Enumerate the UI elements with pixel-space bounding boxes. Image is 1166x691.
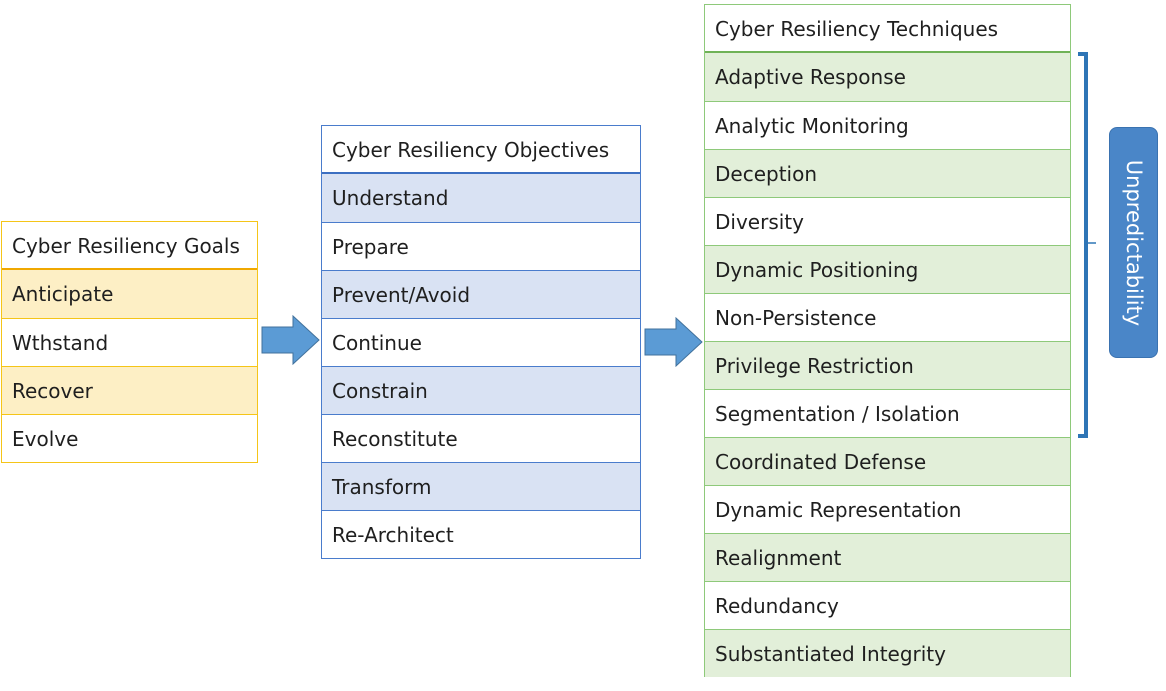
technique-item: Deception (705, 149, 1070, 197)
objective-item: Constrain (322, 366, 640, 414)
technique-item: Dynamic Positioning (705, 245, 1070, 293)
objectives-table: Cyber Resiliency Objectives Understand P… (321, 125, 641, 559)
technique-item: Privilege Restriction (705, 341, 1070, 389)
objective-item: Understand (322, 174, 640, 222)
technique-item: Non-Persistence (705, 293, 1070, 341)
goals-table: Cyber Resiliency Goals Anticipate Wthsta… (1, 221, 258, 463)
technique-item: Realignment (705, 533, 1070, 581)
goals-header: Cyber Resiliency Goals (2, 222, 257, 270)
objective-item: Reconstitute (322, 414, 640, 462)
goal-item: Recover (2, 366, 257, 414)
techniques-header: Cyber Resiliency Techniques (705, 5, 1070, 53)
objective-item: Re-Architect (322, 510, 640, 558)
technique-item: Coordinated Defense (705, 437, 1070, 485)
technique-item: Analytic Monitoring (705, 101, 1070, 149)
objective-item: Prevent/Avoid (322, 270, 640, 318)
objective-item: Continue (322, 318, 640, 366)
technique-item: Adaptive Response (705, 53, 1070, 101)
right-arrow-icon (644, 317, 703, 367)
right-arrow-icon (261, 315, 320, 365)
goal-item: Evolve (2, 414, 257, 462)
technique-item: Redundancy (705, 581, 1070, 629)
goal-item: Anticipate (2, 270, 257, 318)
unpredictability-box: Unpredictability (1109, 127, 1158, 358)
unpredictability-bracket (1078, 52, 1096, 438)
unpredictability-label: Unpredictability (1121, 159, 1146, 326)
techniques-table: Cyber Resiliency Techniques Adaptive Res… (704, 4, 1071, 677)
goal-item: Wthstand (2, 318, 257, 366)
technique-item: Dynamic Representation (705, 485, 1070, 533)
objectives-header: Cyber Resiliency Objectives (322, 126, 640, 174)
objective-item: Transform (322, 462, 640, 510)
technique-item: Segmentation / Isolation (705, 389, 1070, 437)
technique-item: Substantiated Integrity (705, 629, 1070, 677)
objective-item: Prepare (322, 222, 640, 270)
technique-item: Diversity (705, 197, 1070, 245)
